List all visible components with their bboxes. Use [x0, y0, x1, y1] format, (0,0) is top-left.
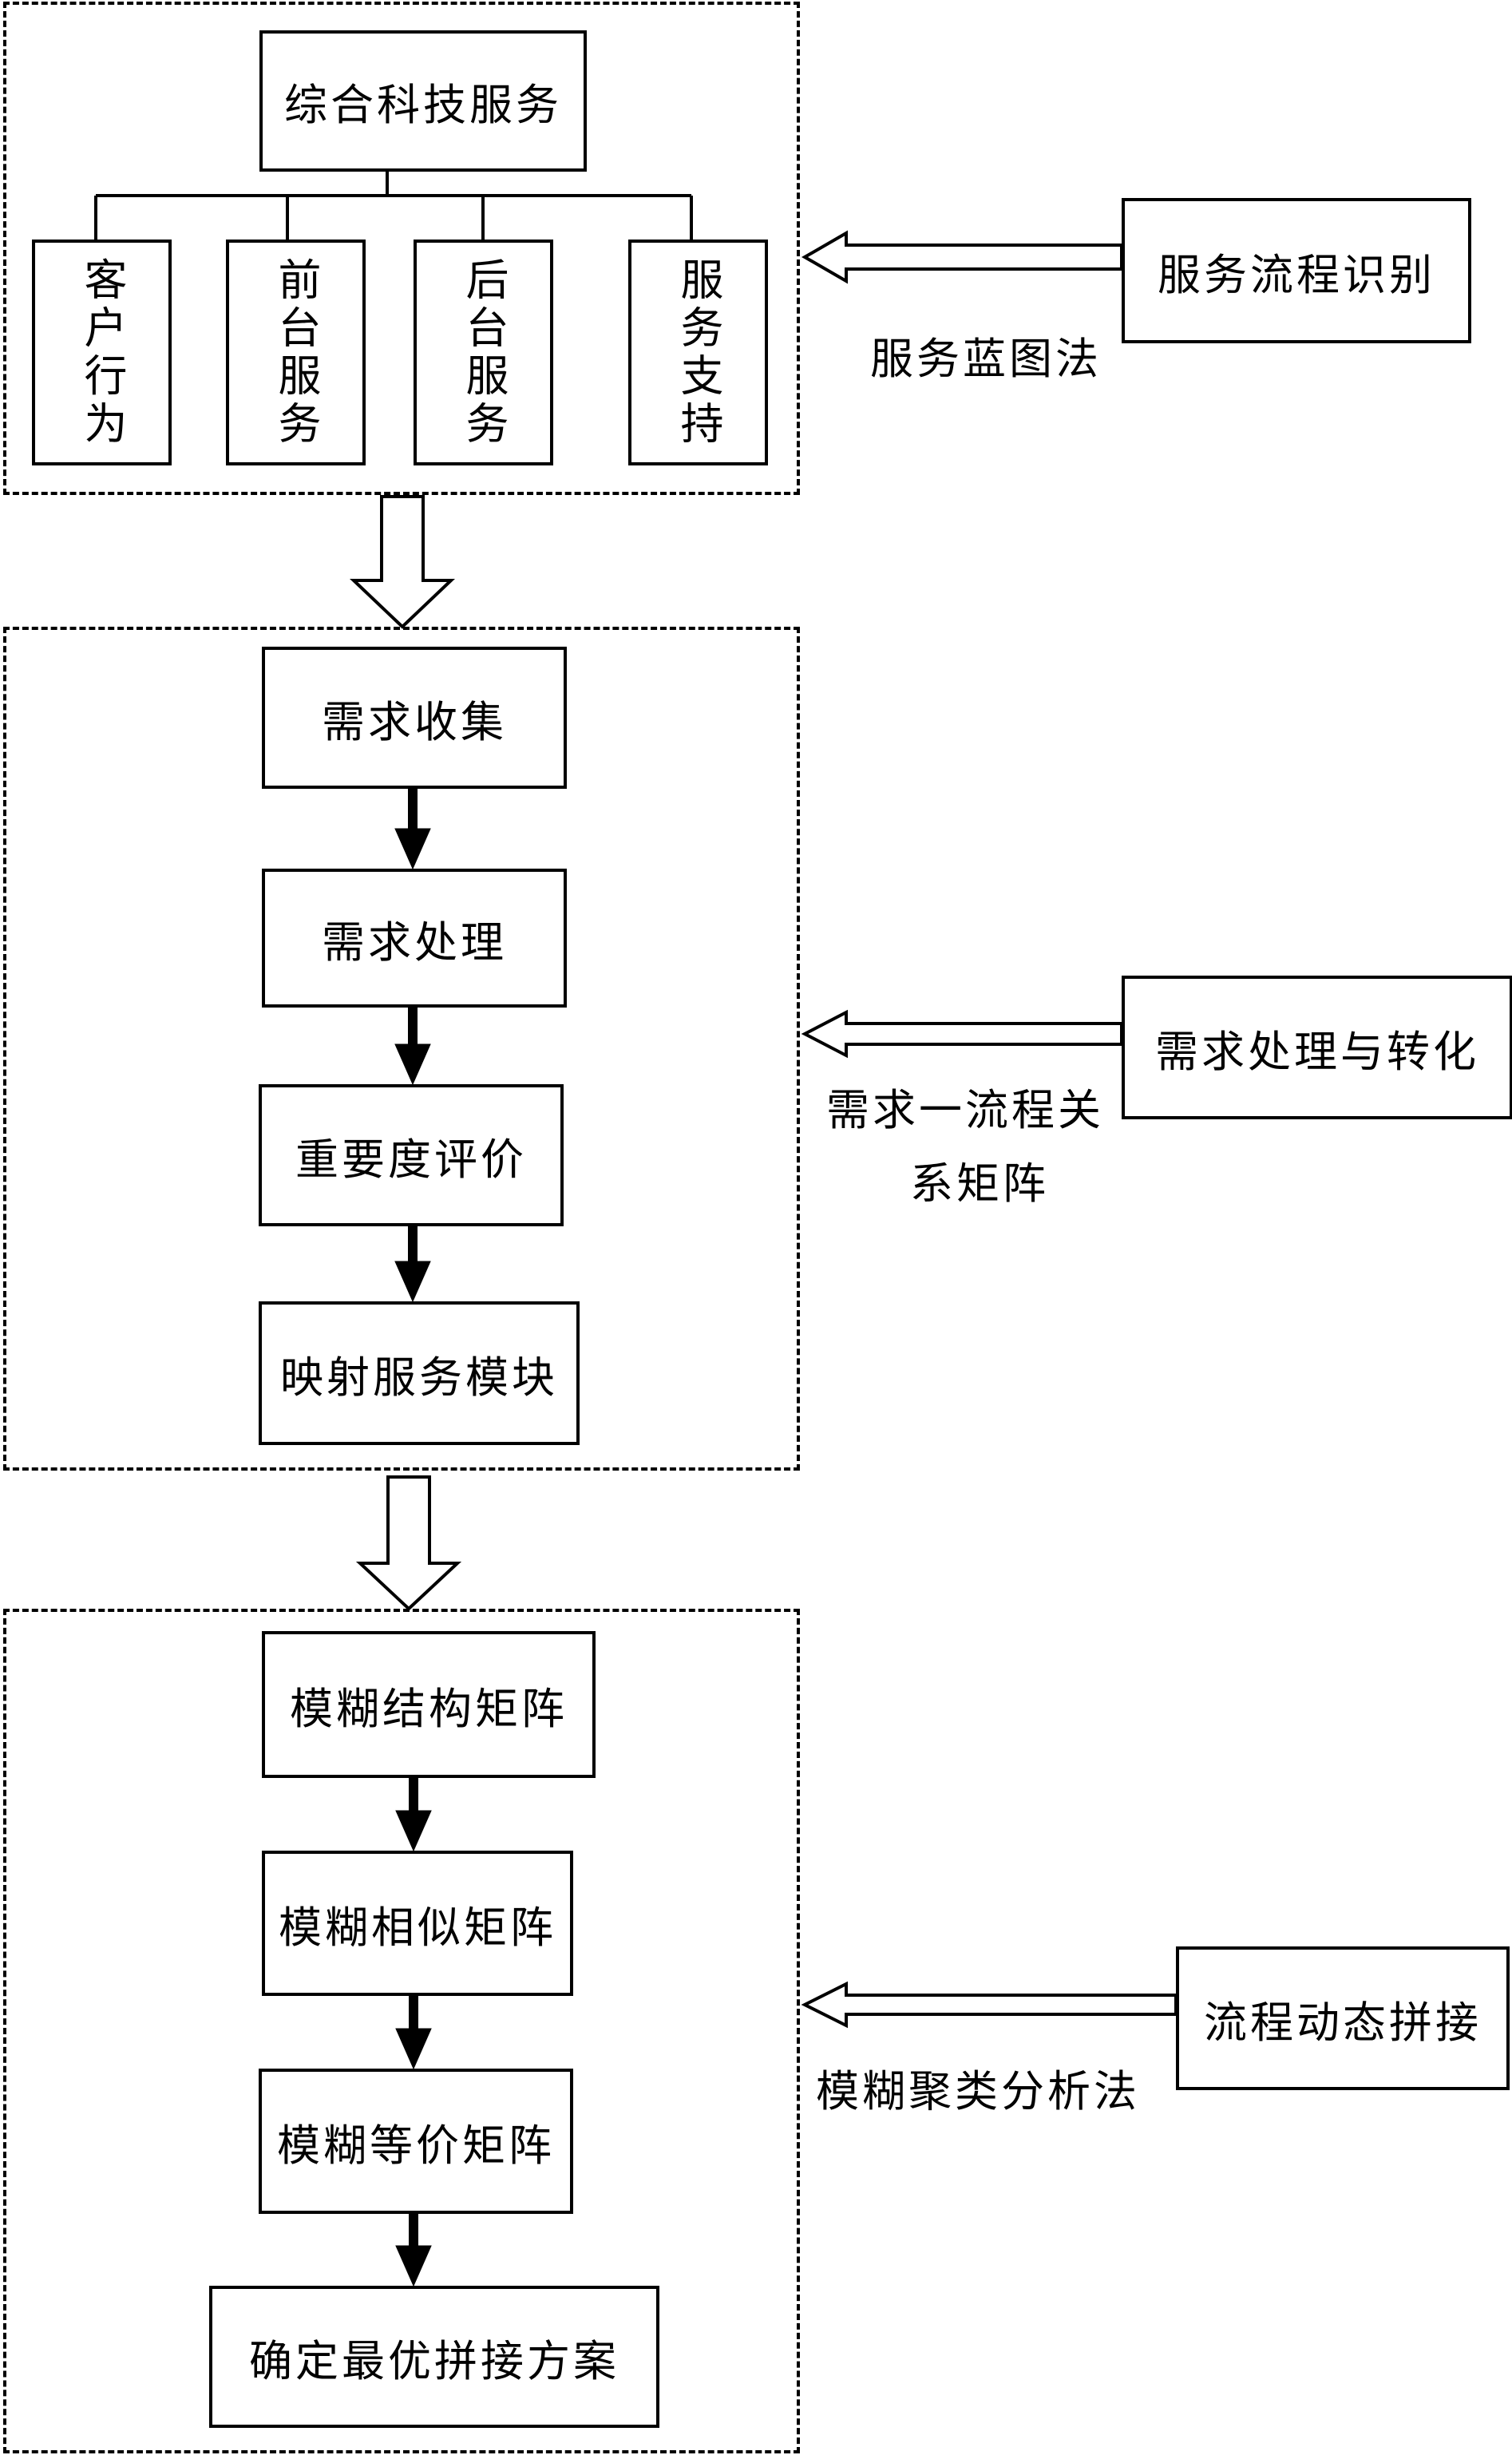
stage3-side-box: 流程动态拼接	[1176, 1946, 1510, 2090]
stage1-side-box: 服务流程识别	[1122, 198, 1471, 343]
stage2-step-3: 重要度评价	[259, 1084, 564, 1226]
side-arrow-stage1	[801, 230, 1123, 284]
stage1-title-box: 综合科技服务	[259, 30, 587, 172]
stage1-to-stage2-arrow	[349, 495, 456, 629]
stage2-step-1: 需求收集	[262, 647, 567, 789]
stage2-step-2: 需求处理	[262, 869, 567, 1008]
stage1-item-support: 服务支持	[628, 240, 768, 465]
stage2-to-stage3-arrow	[355, 1475, 462, 1611]
stage3-flow-arrows	[395, 1778, 432, 2287]
stage2-side-method-line2: 系矩阵	[910, 1158, 1049, 1209]
stage3-side-method: 模糊聚类分析法	[816, 2066, 1140, 2116]
stage3-step-3: 模糊等价矩阵	[259, 2069, 573, 2214]
side-arrow-stage2	[801, 1009, 1123, 1059]
stage1-group	[3, 2, 800, 495]
stage2-step-4: 映射服务模块	[259, 1301, 580, 1445]
stage3-group	[3, 1609, 800, 2453]
stage1-item-customer: 客户行为	[32, 240, 172, 465]
tree-connector	[94, 172, 693, 240]
stage3-step-1: 模糊结构矩阵	[262, 1631, 596, 1778]
stage3-step-4: 确定最优拼接方案	[209, 2286, 659, 2428]
stage1-side-method: 服务蓝图法	[870, 334, 1102, 384]
stage2-side-method-line1: 需求一流程关	[826, 1085, 1104, 1135]
stage1-item-backstage: 后台服务	[414, 240, 553, 465]
stage1-item-frontstage: 前台服务	[226, 240, 366, 465]
side-arrow-stage3	[801, 1981, 1178, 2029]
stage2-flow-arrows	[394, 789, 431, 1303]
stage2-group	[3, 627, 800, 1471]
stage2-side-box: 需求处理与转化	[1122, 976, 1512, 1119]
stage3-step-2: 模糊相似矩阵	[262, 1851, 573, 1996]
